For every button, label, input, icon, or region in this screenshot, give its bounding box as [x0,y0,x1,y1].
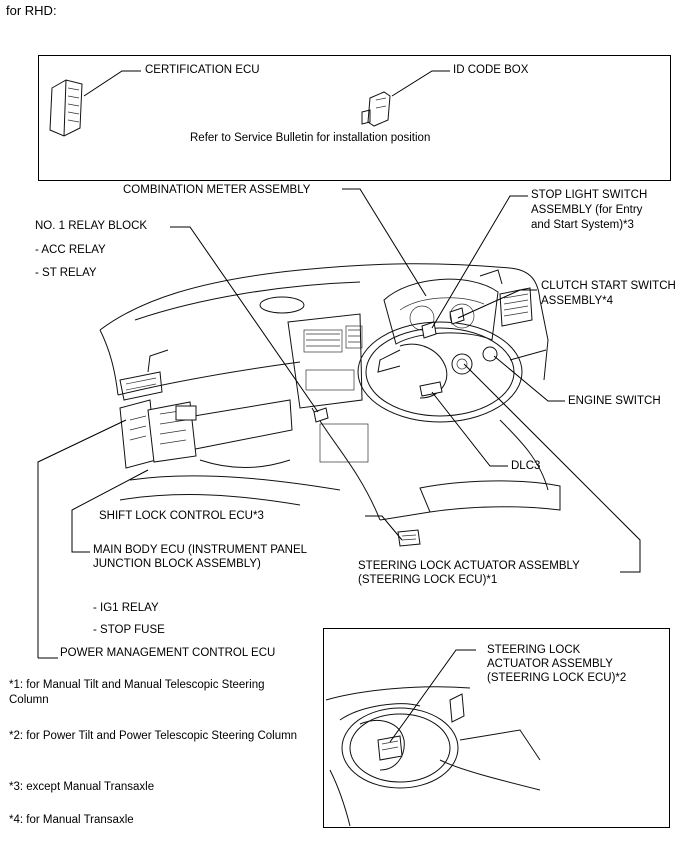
footnote-1-line-2: Column [9,694,49,706]
shift-lock-ecu-label: SHIFT LOCK CONTROL ECU*3 [99,510,264,522]
footnote-2: *2: for Power Tilt and Power Telescopic … [9,730,298,742]
main-body-ecu-label-1: MAIN BODY ECU (INSTRUMENT PANEL [93,544,308,556]
stop-light-switch-label-2: ASSEMBLY (for Entry [531,204,643,216]
dashboard-illustration [99,263,561,547]
steering-lock-1-label-1: STEERING LOCK ACTUATOR ASSEMBLY [358,560,580,572]
stop-light-switch-label-3: and Start System)*3 [531,219,634,231]
engine-switch-label: ENGINE SWITCH [568,395,661,407]
footnote-1-line-1: *1: for Manual Tilt and Manual Telescopi… [9,679,265,691]
page-heading: for RHD: [6,3,57,18]
steering-lock-2-label-1: STEERING LOCK [487,644,581,656]
clutch-start-switch-label-2: ASSEMBLY*4 [541,295,614,307]
ig1-relay-label: - IG1 RELAY [93,602,159,614]
id-code-box-part [361,91,391,127]
steering-lock-2-label-3: (STEERING LOCK ECU)*2 [487,672,627,684]
power-mgmt-ecu-label: POWER MANAGEMENT CONTROL ECU [60,647,276,659]
leader-lines [37,70,641,743]
no1-relay-block-label: NO. 1 RELAY BLOCK [35,220,148,232]
service-bulletin-note: Refer to Service Bulletin for installati… [190,132,431,144]
st-relay-label: - ST RELAY [35,267,97,279]
footnote-4: *4: for Manual Transaxle [9,814,134,826]
certification-ecu-label: CERTIFICATION ECU [145,64,260,76]
certification-ecu-part [49,79,83,137]
id-code-box-label: ID CODE BOX [453,64,529,76]
main-body-ecu-label-2: JUNCTION BLOCK ASSEMBLY) [93,558,261,570]
footnote-3: *3: except Manual Transaxle [9,781,155,793]
inset-steering-illustration [325,686,541,827]
clutch-start-switch-label-1: CLUTCH START SWITCH [541,280,676,292]
top-parts-frame [38,55,671,181]
steering-lock-1-label-2: (STEERING LOCK ECU)*1 [358,574,498,586]
combination-meter-label: COMBINATION METER ASSEMBLY [123,184,311,196]
stop-fuse-label: - STOP FUSE [93,624,165,636]
stop-light-switch-label-1: STOP LIGHT SWITCH [531,189,648,201]
dlc3-label: DLC3 [511,460,541,472]
acc-relay-label: - ACC RELAY [35,244,106,256]
inset-frame [323,628,670,828]
steering-lock-2-label-2: ACTUATOR ASSEMBLY [487,658,613,670]
